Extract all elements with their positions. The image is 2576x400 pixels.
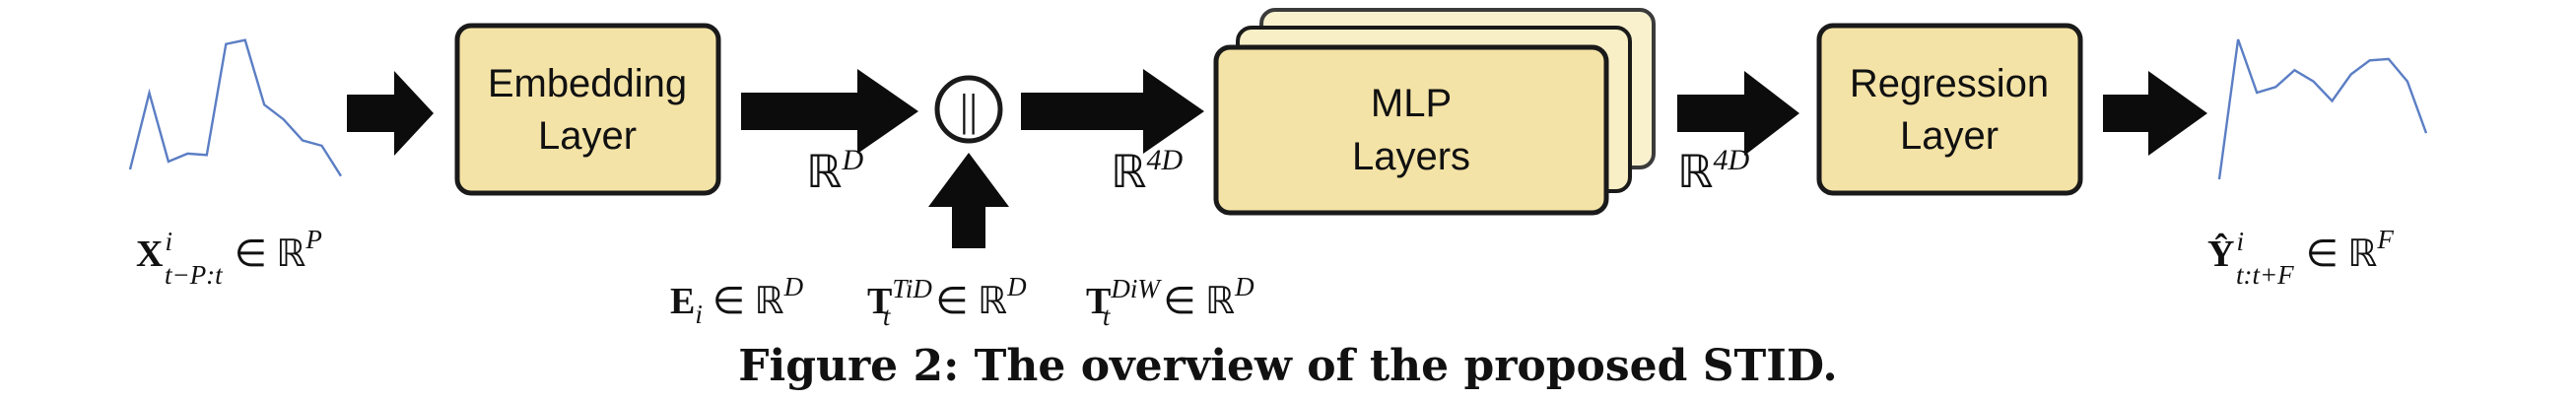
mlp-layers-label-line1: MLP (1371, 82, 1452, 125)
arrow-embedding-to-concat (741, 69, 918, 154)
concatenation-symbol: || (960, 85, 978, 135)
embedding-output-dim-label: ℝD (806, 144, 863, 197)
regression-layer-box (1816, 23, 2083, 196)
figure-caption: Figure 2: The overview of the proposed S… (738, 341, 1837, 391)
concat-output-dim-label: ℝ4D (1111, 144, 1183, 197)
embedding-layer-label-line1: Embedding (488, 62, 687, 105)
mlp-layers-label-line2: Layers (1352, 135, 1470, 178)
spatial-embedding-label: Ei∈ ℝD (670, 272, 804, 329)
concatenation-operator (934, 75, 1003, 144)
embedding-layer-label-line2: Layer (538, 114, 637, 158)
regression-layer-label-line1: Regression (1850, 62, 2049, 105)
output-series-line (2217, 38, 2428, 180)
arrow-regression-to-output (2103, 71, 2207, 156)
mlp-output-dim-label: ℝ4D (1677, 144, 1749, 197)
mlp-layer-box-front (1213, 44, 1609, 216)
regression-layer-label-line2: Layer (1900, 114, 1999, 158)
arrow-mlp-to-regression (1677, 71, 1799, 156)
embedding-layer-box (454, 23, 721, 196)
input-series-line (128, 38, 343, 177)
arrow-embeddings-to-concat (928, 153, 1009, 248)
arrow-input-to-embedding (347, 71, 434, 156)
arrow-concat-to-mlp (1021, 69, 1204, 154)
